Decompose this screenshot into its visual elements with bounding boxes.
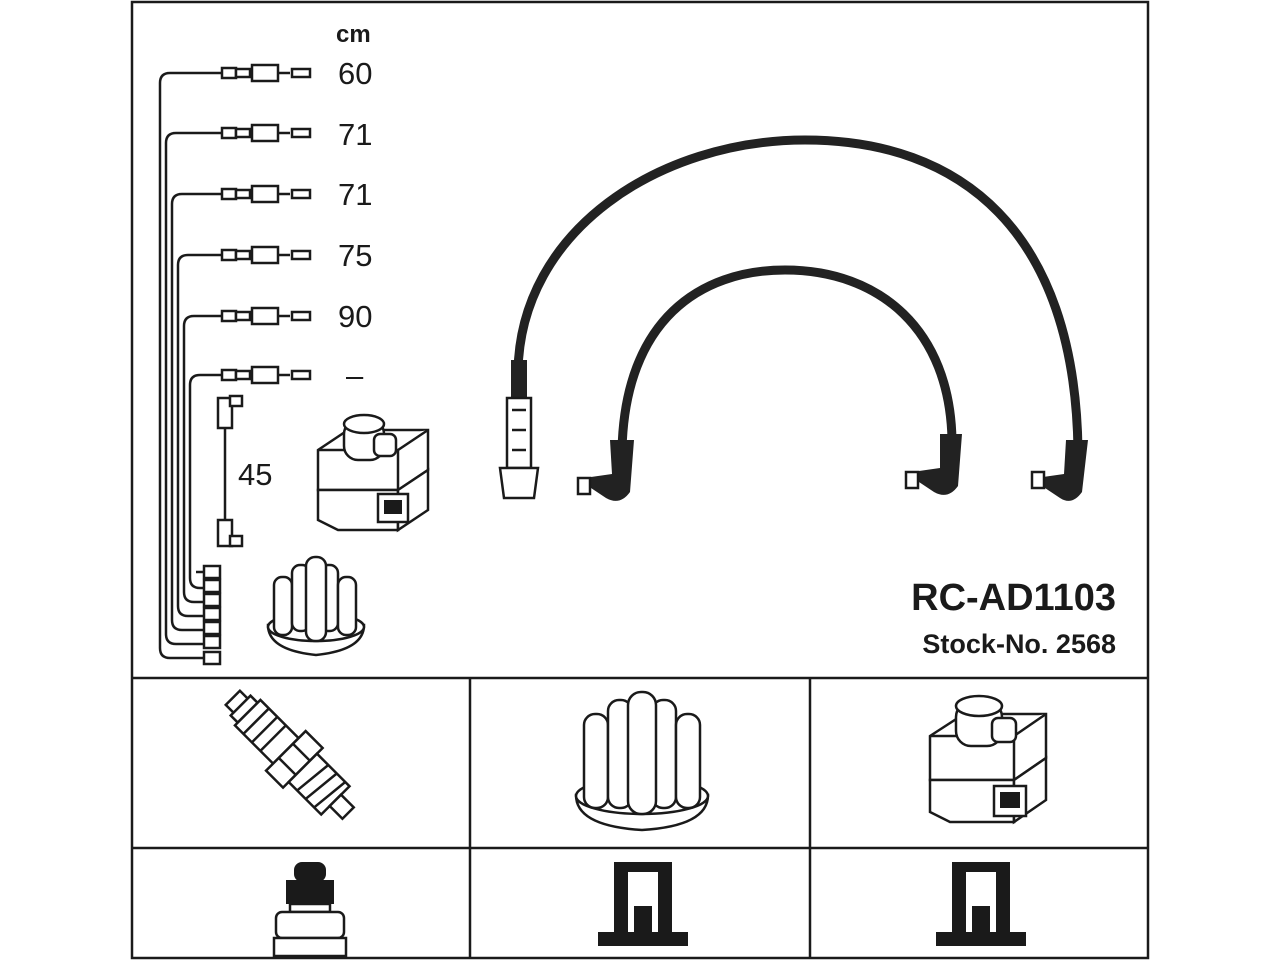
coil-terminal-icon [936,862,1026,946]
spark-plug-icon [223,688,356,821]
terminal-stack-icon [202,564,222,666]
cap-terminal-icon [598,862,688,946]
ignition-coil-icon [928,694,1048,825]
plug-terminal-icon [272,862,348,958]
cable-length: 71 [338,177,372,212]
part-number: RC-AD1103 [911,577,1116,619]
connector-icon [220,184,312,204]
cable-bundle-icon [158,71,222,660]
distributor-cap-icon [574,690,710,832]
cable-length: 71 [338,117,372,152]
spark-plug-cable-long-icon [498,135,1088,501]
ignition-coil-icon [316,413,430,533]
coil-lead-icon [216,394,244,548]
cable-length: 60 [338,56,372,91]
connector-icon [220,306,312,326]
frame-border [130,0,1150,960]
cable-length: 75 [338,238,372,273]
cable-connectors [220,63,312,385]
coil-lead-length: 45 [238,457,272,492]
cable-length: 90 [338,299,372,334]
spark-plug-cable-short-icon [576,265,962,501]
connector-icon [220,245,312,265]
cable-length: – [346,358,364,393]
connector-icon [220,123,312,143]
cable-length-list: 60 71 71 75 90 – [338,56,372,393]
connector-icon [220,63,312,83]
stock-number: Stock-No. 2568 [922,629,1116,659]
connector-icon [220,365,312,385]
distributor-cap-icon [266,555,366,657]
unit-label: cm [336,21,371,48]
